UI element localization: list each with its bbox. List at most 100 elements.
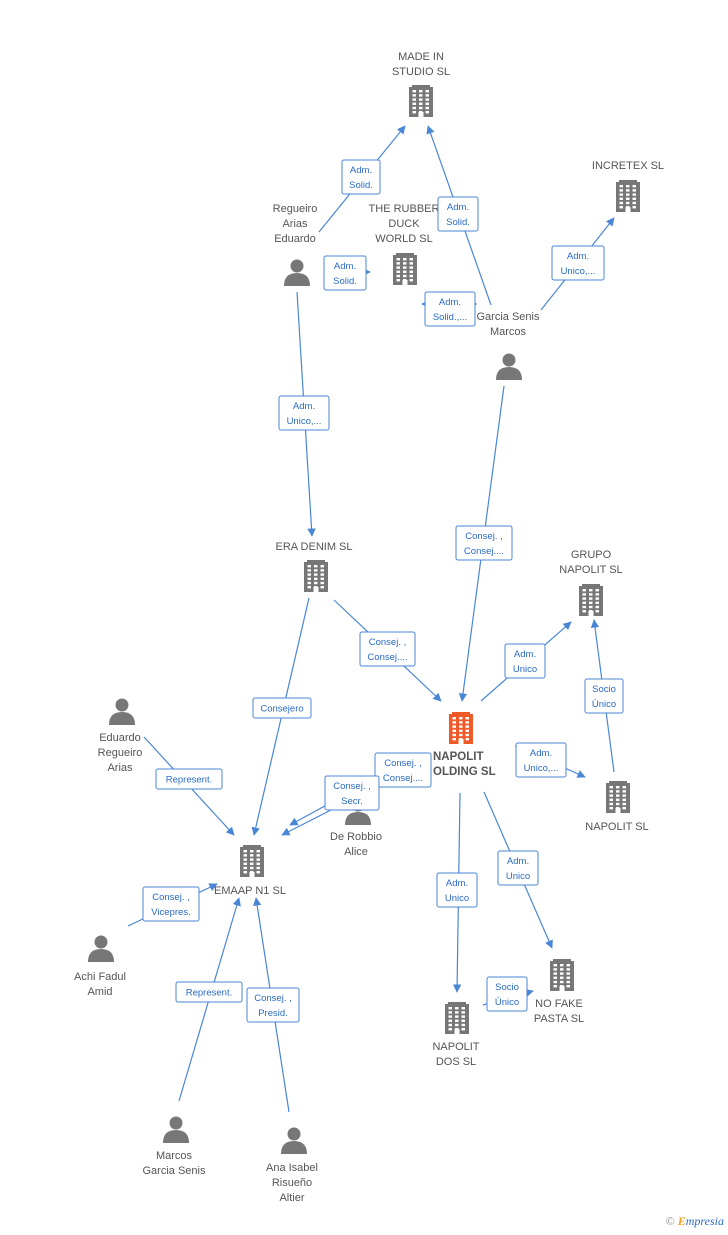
- edge-label-e9[interactable]: Adm. Unico: [504, 643, 546, 679]
- edge-label-e12[interactable]: Represent.: [155, 768, 223, 790]
- edge-label-box: [252, 697, 312, 719]
- edge-label-text: Consej. ,: [333, 781, 371, 792]
- edge-label-box: [504, 643, 546, 679]
- edge-label-e20[interactable]: Represent.: [175, 981, 243, 1003]
- edge-label-e11[interactable]: Consejero: [252, 697, 312, 719]
- node-label: Marcos: [490, 326, 527, 338]
- node-label: NAPOLIT SL: [585, 821, 648, 833]
- node-label: Achi Fadul: [74, 971, 126, 983]
- edge-label-text: Adm.: [334, 261, 356, 272]
- node-label: NO FAKE: [535, 998, 583, 1010]
- edge-label-e3[interactable]: Adm.Solid.: [437, 196, 479, 232]
- edge-label-box: [155, 768, 223, 790]
- building-icon: [409, 85, 433, 117]
- node-label: Marcos: [156, 1150, 193, 1162]
- edge-label-box: [436, 872, 478, 908]
- edge-label-text: Socio: [592, 684, 616, 695]
- person-icon: [496, 353, 522, 380]
- edge-label-e19[interactable]: Consej. , Vicepres.: [142, 886, 200, 922]
- edge-label-e7[interactable]: Consej. ,Consej....: [455, 525, 513, 561]
- person-icon: [284, 259, 310, 286]
- node-label: STUDIO SL: [392, 66, 450, 78]
- node-label: NAPOLIT SL: [559, 564, 622, 576]
- edge-label-box: [323, 255, 367, 291]
- edge-label-box: [175, 981, 243, 1003]
- edge-label-text: Consej. ,: [254, 993, 292, 1004]
- edge-label-e8[interactable]: Consej. , Consej....: [359, 631, 416, 667]
- edge-label-e16[interactable]: Adm.Unico: [497, 850, 539, 886]
- edge-label-box: [374, 752, 432, 788]
- node-napolitdos[interactable]: NAPOLIT DOS SL: [432, 1002, 480, 1068]
- edge-label-text: Unico: [445, 893, 469, 904]
- node-label: ERA DENIM SL: [275, 541, 352, 553]
- edge-label-text: Secr.: [341, 796, 363, 807]
- building-icon: [550, 959, 574, 991]
- edge-label-e2[interactable]: Adm.Solid.: [323, 255, 367, 291]
- edge-label-text: Consej....: [383, 773, 423, 784]
- edge-label-text: Adm.: [350, 165, 372, 176]
- edge-labels-layer: Adm.Solid.Adm.Solid.Adm.Solid.Adm.Solid.…: [142, 159, 624, 1023]
- edge-label-box: [278, 395, 330, 431]
- edge-label-box: [497, 850, 539, 886]
- person-icon: [281, 1127, 307, 1154]
- footer-brand[interactable]: © Empresia: [666, 1214, 724, 1229]
- edge-label-e14[interactable]: Consej. , Secr.: [324, 775, 380, 811]
- edge-label-e6[interactable]: Adm.Unico,...: [278, 395, 330, 431]
- edge-label-text: Solid.,...: [433, 312, 467, 323]
- edge-label-text: Unico: [513, 664, 537, 675]
- edge-label-e15[interactable]: Adm.Unico,...: [515, 742, 567, 778]
- edge-label-box: [437, 196, 479, 232]
- node-emaap[interactable]: EMAAP N1 SL: [214, 845, 286, 897]
- edge-label-box: [341, 159, 381, 195]
- edge-label-text: Consej. ,: [152, 892, 190, 903]
- edge-label-text: Unico: [506, 871, 530, 882]
- edge-label-text: Adm.: [514, 649, 536, 660]
- edge-label-e13[interactable]: Consej. ,Consej....: [374, 752, 432, 788]
- edge-label-e21[interactable]: Consej. ,Presid.: [246, 987, 300, 1023]
- node-napolit[interactable]: NAPOLIT SL: [585, 781, 649, 833]
- edge-label-text: Represent.: [186, 988, 232, 999]
- node-label: Risueño: [272, 1177, 312, 1189]
- edge-label-text: Consej....: [367, 652, 407, 663]
- edge-label-e1[interactable]: Adm.Solid.: [341, 159, 381, 195]
- edge-label-e4[interactable]: Adm.Solid.,...: [424, 291, 476, 327]
- node-label: PASTA SL: [534, 1013, 584, 1025]
- node-label: Garcia Senis: [143, 1165, 206, 1177]
- edge-label-text: Socio: [495, 982, 519, 993]
- node-label: Regueiro: [98, 747, 143, 759]
- edge-label-e5[interactable]: Adm.Unico,...: [551, 245, 605, 281]
- edge-label-box: [359, 631, 416, 667]
- node-label: Ana Isabel: [266, 1162, 318, 1174]
- building-icon: [304, 560, 328, 592]
- edge-label-text: Vicepres.: [151, 907, 190, 918]
- edge-label-text: Consej. ,: [369, 637, 407, 648]
- edges-layer: [127, 125, 615, 1113]
- edge-label-text: Unico,...: [561, 266, 596, 277]
- edge-label-box: [424, 291, 476, 327]
- node-label: INCRETEX SL: [592, 160, 664, 172]
- node-label: THE RUBBER: [369, 203, 440, 215]
- edge-label-e17[interactable]: Adm.Unico: [436, 872, 478, 908]
- node-label: DOS SL: [436, 1056, 476, 1068]
- edge-label-text: Consej....: [464, 546, 504, 557]
- node-era[interactable]: ERA DENIM SL: [275, 541, 353, 592]
- node-label: NAPOLIT: [432, 1041, 479, 1053]
- building-icon: [606, 781, 630, 813]
- node-label: DUCK: [388, 218, 420, 230]
- node-incretex[interactable]: INCRETEX SL: [592, 160, 664, 212]
- node-nofake[interactable]: NO FAKE PASTA SL: [534, 959, 584, 1025]
